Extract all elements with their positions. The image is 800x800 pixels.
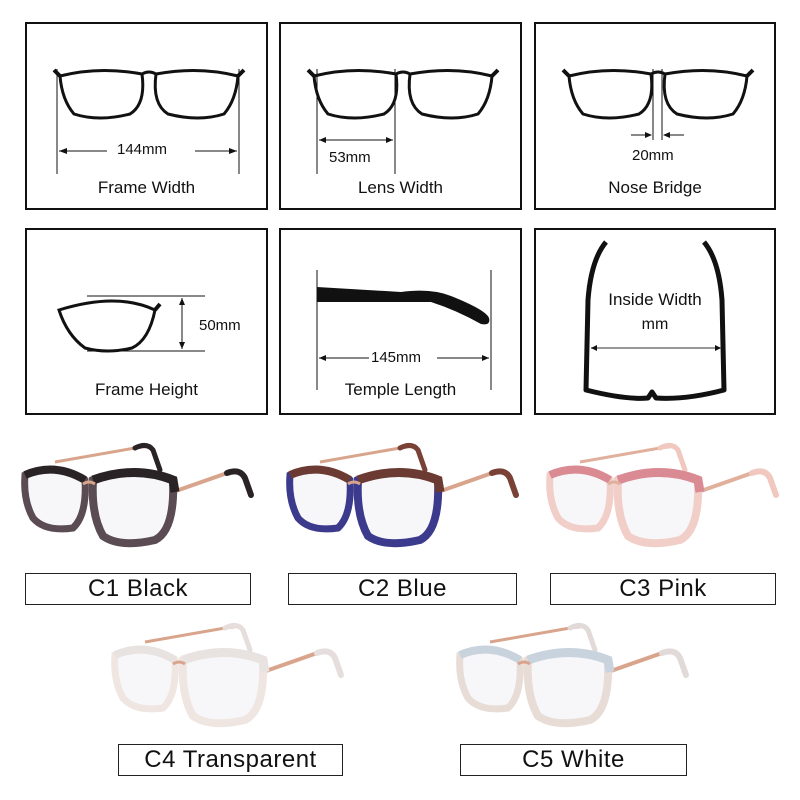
color-label-c1: C1 Black [25, 573, 251, 605]
color-label-c3: C3 Pink [550, 573, 776, 605]
frame-height-caption: Frame Height [95, 380, 198, 399]
inside-width-caption: Inside Width [608, 290, 702, 309]
glasses-c3-image [546, 442, 779, 548]
temple-drawing [316, 270, 492, 390]
frame-front-drawing [52, 68, 246, 174]
frame-height-value: 50mm [199, 317, 241, 334]
color-label-c4: C4 Transparent [118, 744, 343, 776]
frame-height-drawing [57, 295, 205, 353]
lens-width-caption: Lens Width [357, 178, 444, 197]
glasses-c2-image [286, 442, 519, 548]
lens-width-panel: 53mm Lens Width [279, 22, 522, 210]
temple-length-caption: Temple Length [344, 380, 457, 399]
lens-width-value: 53mm [329, 149, 371, 166]
frame-height-panel: 50mm Frame Height [25, 228, 268, 415]
temple-length-value: 145mm [371, 349, 422, 366]
glasses-c5-image [456, 622, 689, 728]
inside-width-value: mm [641, 316, 669, 333]
inside-width-drawing [583, 240, 727, 401]
frame-width-panel: 144mm Frame Width [25, 22, 268, 210]
temple-length-panel: 145mm Temple Length [279, 228, 522, 415]
nose-bridge-caption: Nose Bridge [608, 178, 702, 197]
lens-width-drawing [306, 68, 500, 174]
glasses-c1-image [21, 442, 254, 548]
nose-bridge-panel: 20mm Nose Bridge [534, 22, 776, 210]
inside-width-panel: Inside Width mm [534, 228, 776, 415]
frame-width-value: 144mm [117, 141, 168, 158]
nose-bridge-value: 20mm [632, 147, 674, 164]
color-label-c5: C5 White [460, 744, 687, 776]
glasses-c4-image [111, 622, 344, 728]
nose-bridge-drawing [561, 68, 755, 140]
frame-width-caption: Frame Width [97, 178, 196, 197]
color-label-c2: C2 Blue [288, 573, 517, 605]
